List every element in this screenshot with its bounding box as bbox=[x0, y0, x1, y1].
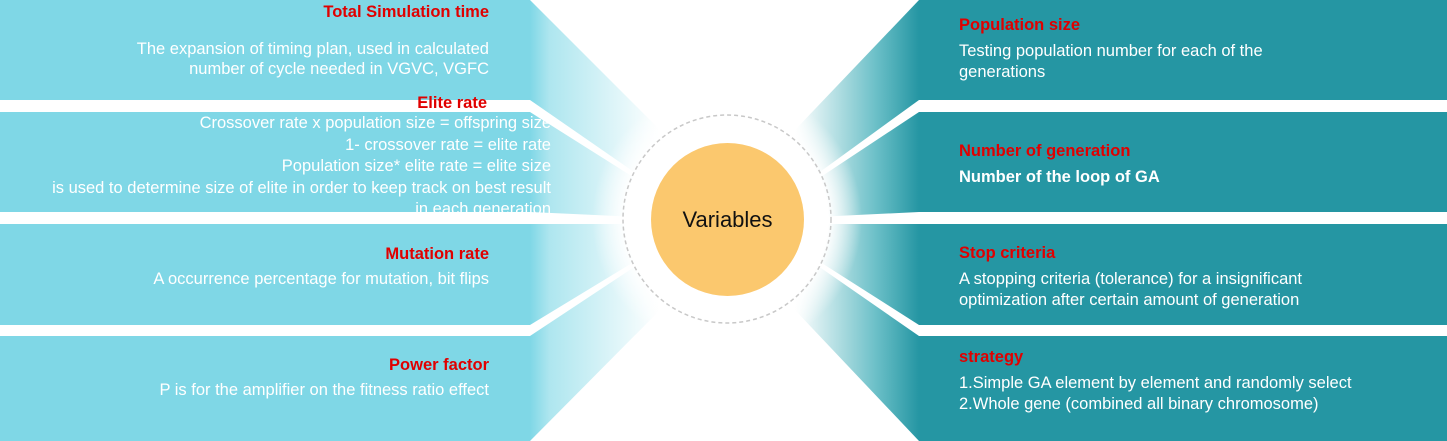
panel-elite-rate: Elite rate Crossover rate x population s… bbox=[0, 93, 551, 218]
center-variables-circle: Variables bbox=[651, 143, 804, 296]
text-line: is used to determine size of elite in or… bbox=[52, 178, 551, 197]
left-panel-bg-2 bbox=[0, 224, 530, 325]
left-panel-bg-1 bbox=[0, 112, 530, 212]
text-line: 2.Whole gene (combined all binary chromo… bbox=[959, 395, 1319, 413]
title-number-of-generation: Number of generation bbox=[959, 142, 1131, 160]
panel-strategy: strategy 1.Simple GA element by element … bbox=[919, 336, 1447, 441]
text-line: in each generation bbox=[415, 200, 551, 218]
title-total-simulation-time: Total Simulation time bbox=[323, 3, 489, 21]
text-line: A occurrence percentage for mutation, bi… bbox=[153, 270, 489, 288]
panel-stop-criteria: Stop criteria A stopping criteria (toler… bbox=[919, 224, 1447, 325]
title-elite-rate: Elite rate bbox=[417, 94, 487, 112]
right-panel-bg-1 bbox=[919, 112, 1447, 212]
right-panel-bg-0 bbox=[919, 0, 1447, 100]
panel-power-factor: Power factor P is for the amplifier on t… bbox=[0, 336, 530, 441]
panel-population-size: Population size Testing population numbe… bbox=[919, 0, 1447, 100]
text-line: Crossover rate x population size = offsp… bbox=[199, 114, 551, 132]
text-line: generations bbox=[959, 63, 1046, 81]
text-line: Population size* elite rate = elite size bbox=[281, 157, 551, 175]
title-stop-criteria: Stop criteria bbox=[959, 244, 1056, 262]
title-population-size: Population size bbox=[959, 16, 1081, 34]
title-power-factor: Power factor bbox=[389, 356, 489, 374]
text-line: The expansion of timing plan, used in ca… bbox=[136, 40, 489, 58]
right-panel-bg-3 bbox=[919, 336, 1447, 441]
text-line: Number of the loop of GA bbox=[959, 168, 1160, 186]
panel-mutation-rate: Mutation rate A occurrence percentage fo… bbox=[0, 224, 530, 325]
panel-total-simulation-time: Total Simulation time The expansion of t… bbox=[0, 0, 530, 100]
text-line: 1- crossover rate = elite rate bbox=[345, 135, 551, 154]
title-mutation-rate: Mutation rate bbox=[385, 245, 489, 263]
left-panel-bg-3 bbox=[0, 336, 530, 441]
right-panel-bg-2 bbox=[919, 224, 1447, 325]
text-line: P is for the amplifier on the fitness ra… bbox=[159, 381, 489, 399]
title-strategy: strategy bbox=[959, 348, 1024, 366]
text-line: optimization after certain amount of gen… bbox=[959, 291, 1300, 309]
panel-number-of-generation: Number of generation Number of the loop … bbox=[919, 112, 1447, 212]
center-dashed-ring bbox=[622, 114, 832, 324]
center-label: Variables bbox=[682, 206, 773, 232]
text-line: A stopping criteria (tolerance) for a in… bbox=[959, 270, 1303, 288]
text-line: 1.Simple GA element by element and rando… bbox=[959, 374, 1352, 392]
text-line: number of cycle needed in VGVC, VGFC bbox=[189, 60, 489, 78]
text-line: Testing population number for each of th… bbox=[959, 42, 1263, 60]
left-panel-bg-0 bbox=[0, 0, 530, 100]
